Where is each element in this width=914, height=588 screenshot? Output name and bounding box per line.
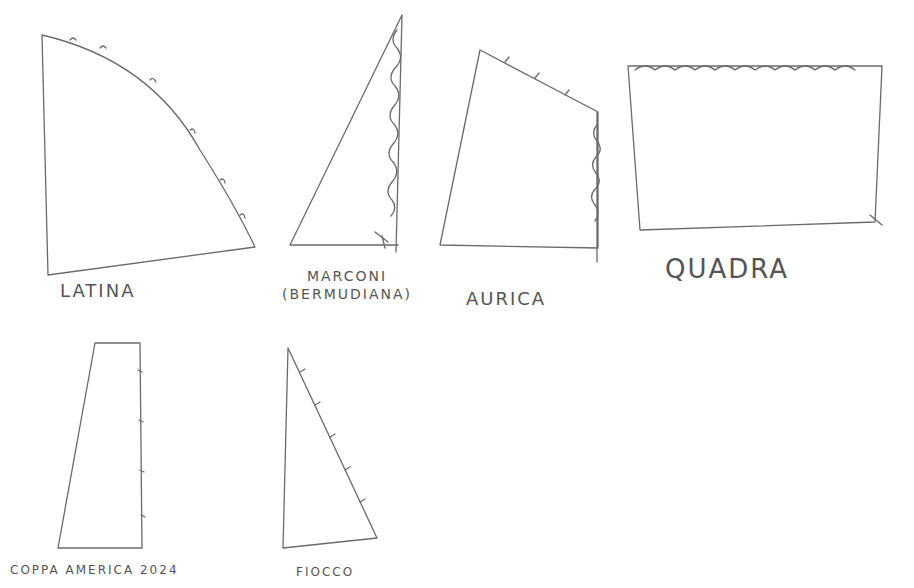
sail-label: AURICA xyxy=(466,288,626,311)
sail-label: FIOCCO xyxy=(296,565,416,580)
sail-label: MARCONI (BERMUDIANA) xyxy=(282,268,412,303)
coppa-america-stitches xyxy=(138,370,145,517)
aurica-sail xyxy=(440,50,598,262)
quadra-sail xyxy=(628,66,882,230)
sail-label: QUADRA xyxy=(665,253,885,286)
latina-stitches xyxy=(70,38,245,218)
fiocco-sail xyxy=(283,348,377,548)
coppa-america-sail xyxy=(58,343,142,548)
quadra-stitches xyxy=(635,66,882,225)
fiocco-stitches xyxy=(300,369,365,502)
marconi-sail xyxy=(290,15,402,252)
sail-label: LATINA xyxy=(60,280,260,303)
sail-label: COPPA AMERICA 2024 xyxy=(10,563,270,578)
aurica-stitches xyxy=(505,57,600,221)
marconi-stitches xyxy=(388,30,401,216)
latina-sail xyxy=(42,35,255,275)
